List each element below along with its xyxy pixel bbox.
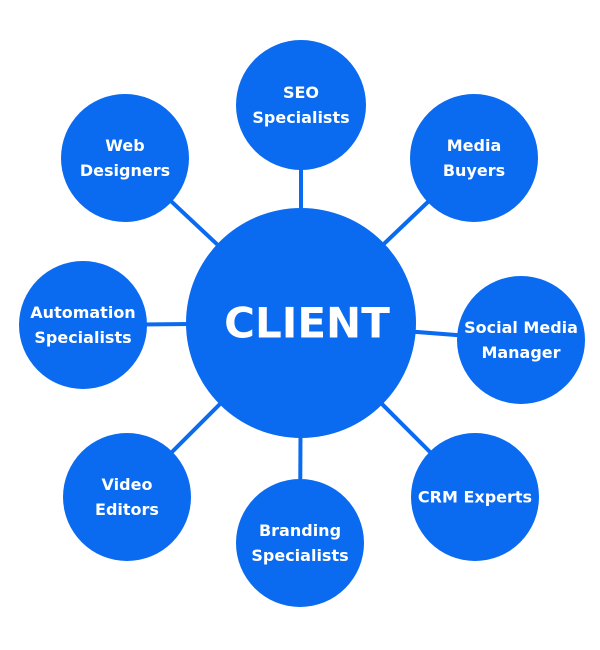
hub-node-client: CLIENT — [186, 208, 416, 438]
node-circle-media-buyers — [410, 94, 538, 222]
hub-circle — [186, 208, 416, 438]
node-circle-seo-specialists — [236, 40, 366, 170]
node-label-social-media-manager-line-1: Social Media — [464, 318, 578, 337]
node-label-seo-specialists-line-1: SEO — [283, 83, 319, 102]
node-label-video-editors-line-2: Editors — [95, 500, 159, 519]
node-circle-branding-specialists — [236, 479, 364, 607]
node-label-media-buyers-line-1: Media — [447, 136, 502, 155]
node-label-social-media-manager-line-2: Manager — [481, 343, 560, 362]
node-circle-social-media-manager — [457, 276, 585, 404]
node-label-web-designers-line-2: Designers — [80, 161, 170, 180]
node-label-video-editors-line-1: Video — [102, 475, 153, 494]
node-label-crm-experts-line-1: CRM Experts — [418, 488, 532, 507]
node-circle-video-editors — [63, 433, 191, 561]
node-label-automation-specialists-line-2: Specialists — [34, 328, 131, 347]
node-label-media-buyers-line-2: Buyers — [443, 161, 505, 180]
node-label-web-designers-line-1: Web — [105, 136, 144, 155]
hub-label: CLIENT — [224, 299, 390, 348]
node-label-branding-specialists-line-2: Specialists — [251, 546, 348, 565]
node-circle-web-designers — [61, 94, 189, 222]
node-label-seo-specialists-line-2: Specialists — [252, 108, 349, 127]
node-crm-experts: CRM Experts — [411, 433, 539, 561]
node-seo-specialists: SEO Specialists — [236, 40, 366, 170]
node-label-branding-specialists-line-1: Branding — [259, 521, 341, 540]
node-circle-automation-specialists — [19, 261, 147, 389]
node-circle-crm-experts — [411, 433, 539, 561]
node-label-automation-specialists-line-1: Automation — [30, 303, 135, 322]
